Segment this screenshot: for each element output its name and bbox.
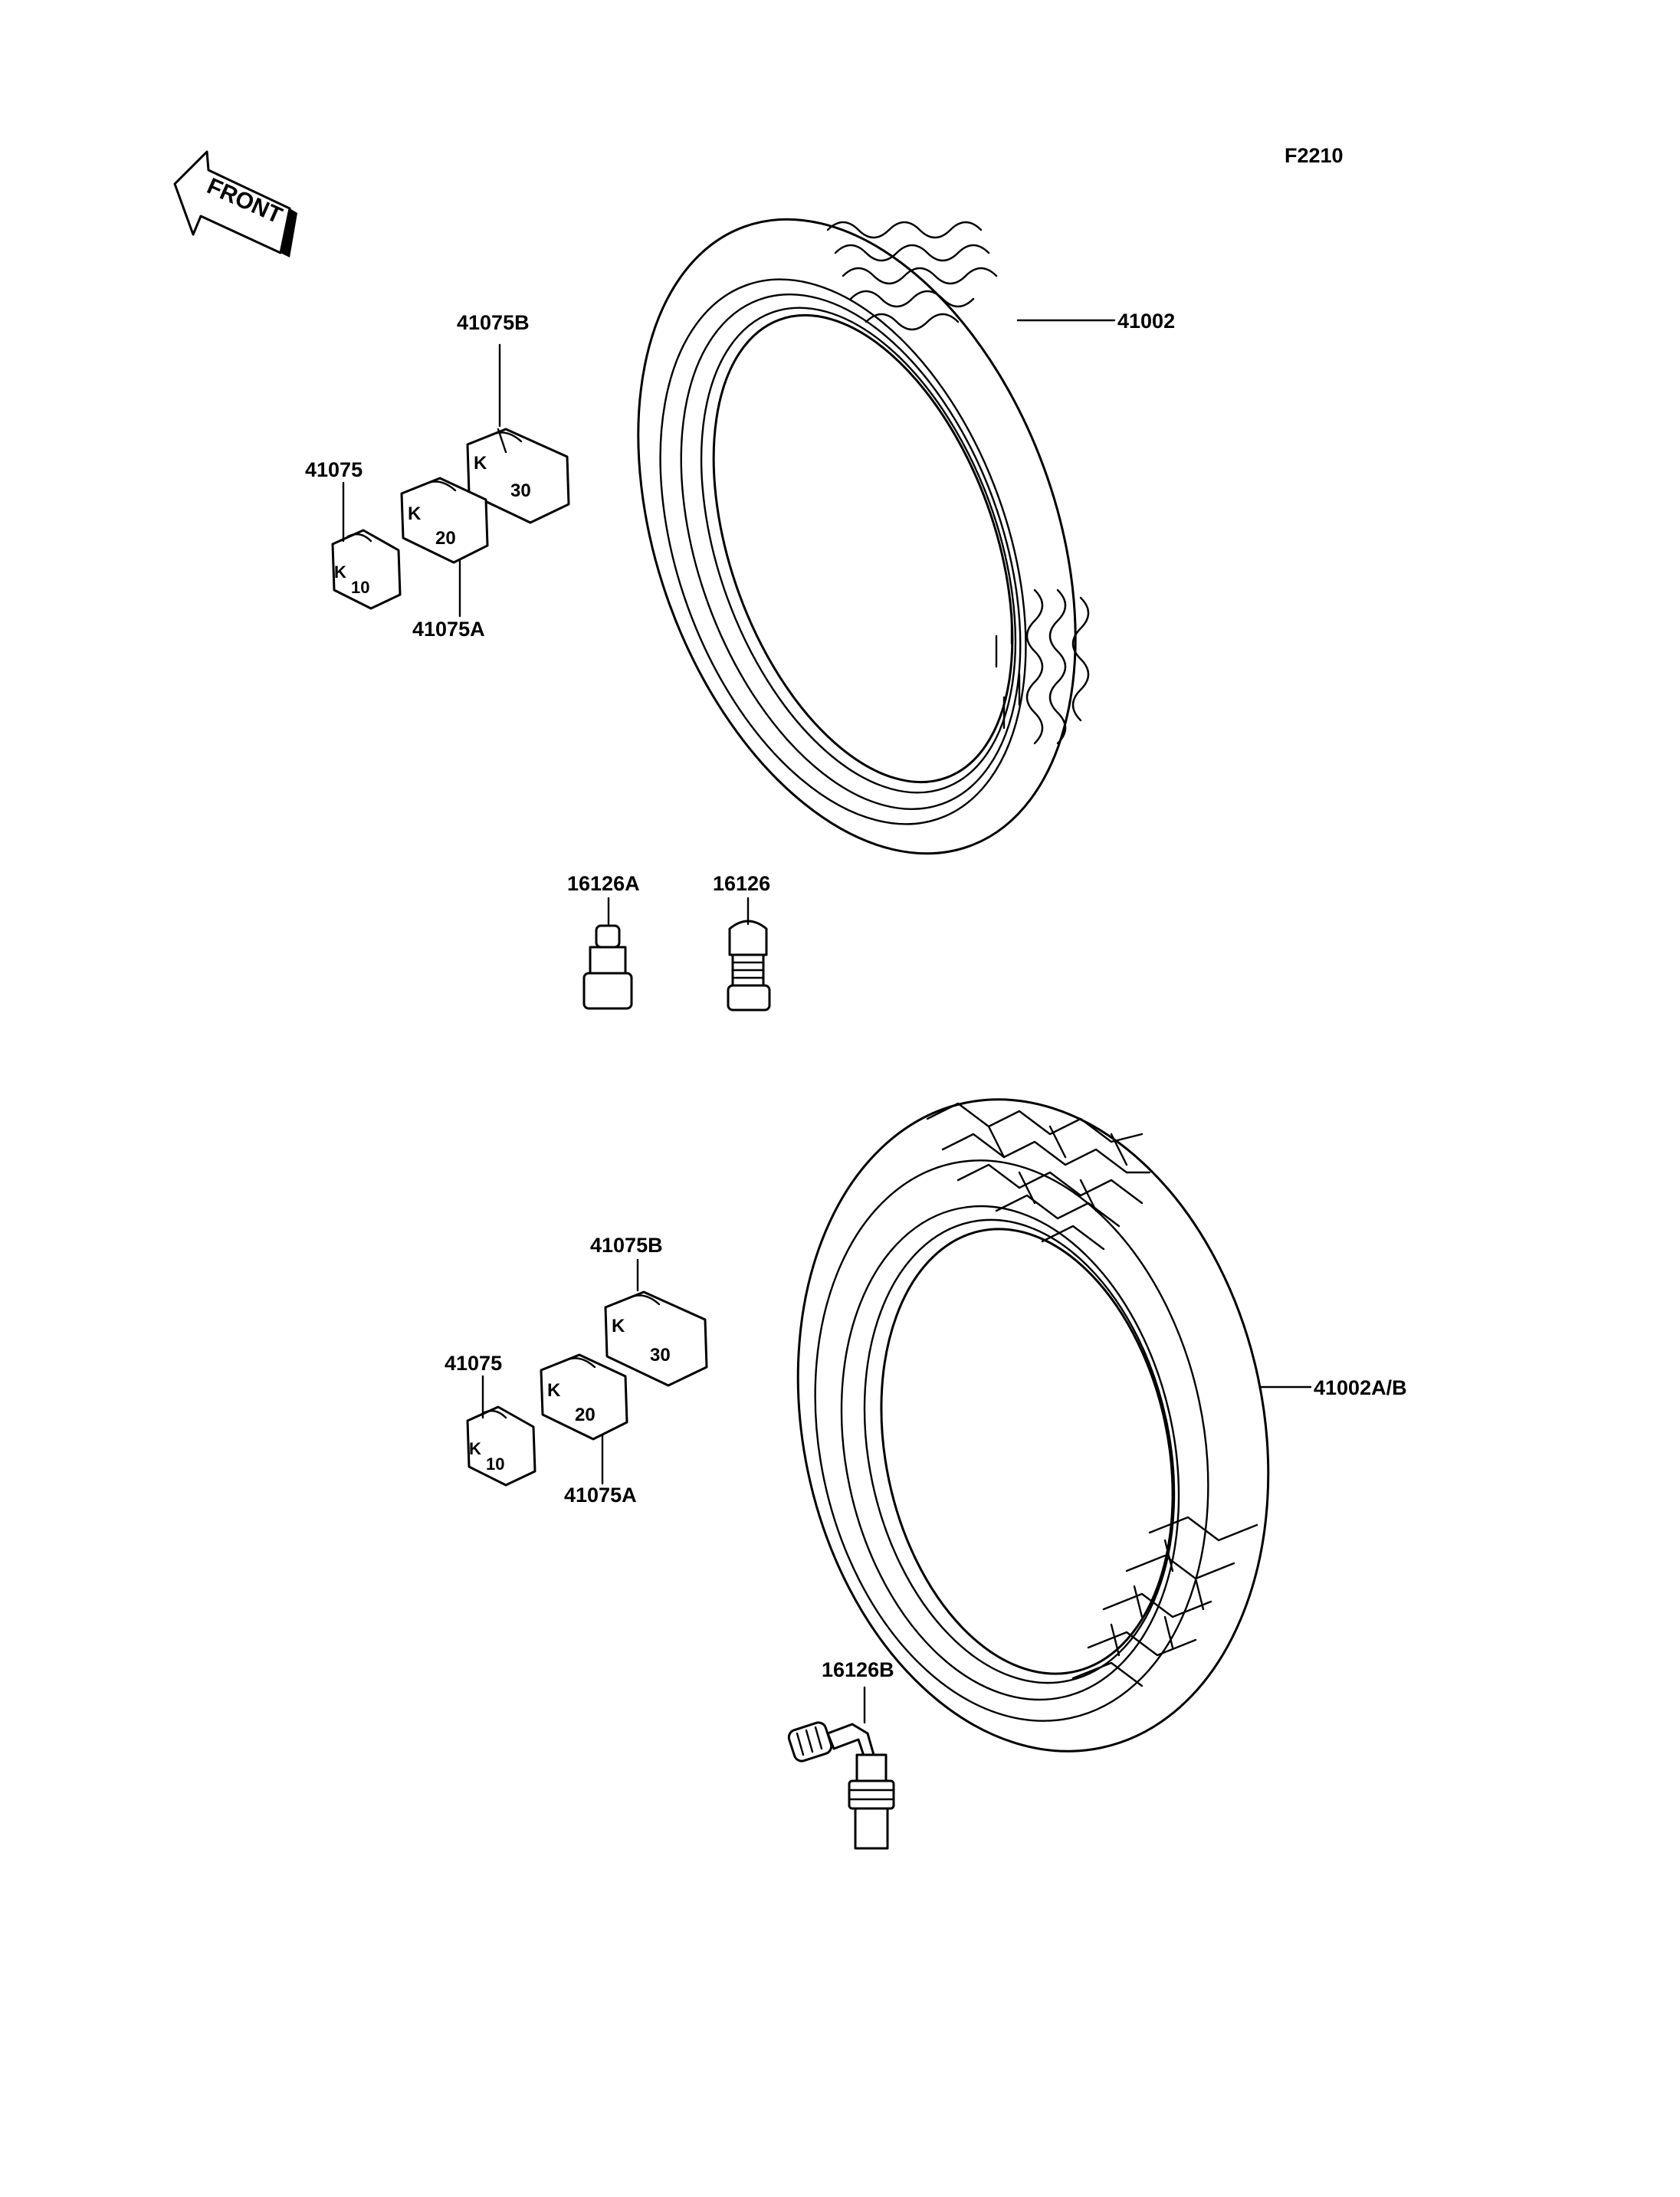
balance-weight-10-lower: K 10 — [466, 1405, 536, 1487]
svg-text:K: K — [612, 1316, 625, 1336]
label-16126A: 16126A — [567, 872, 640, 895]
svg-text:10: 10 — [351, 578, 369, 597]
svg-text:K: K — [408, 503, 422, 524]
rear-tire — [796, 1098, 1270, 1753]
label-41075-upper: 41075 — [305, 458, 363, 481]
lower-tire-group: 41002A/B K 30 K 20 K 10 41075B 41075 410… — [445, 1098, 1407, 1850]
upper-tire-group: 41002 K 30 K 20 K 10 41075B 41075 41075A — [305, 218, 1175, 1012]
label-41075-lower: 41075 — [445, 1352, 502, 1375]
front-tire — [637, 218, 1090, 855]
svg-text:K: K — [469, 1439, 481, 1458]
svg-text:K: K — [474, 453, 487, 474]
label-41002: 41002 — [1117, 310, 1175, 333]
valve-16126A — [582, 924, 633, 1010]
valve-16126 — [727, 920, 771, 1012]
label-41075B-upper: 41075B — [457, 311, 530, 334]
svg-text:K: K — [334, 562, 346, 582]
svg-text:30: 30 — [650, 1345, 671, 1366]
figure-code: F2210 — [1285, 144, 1344, 167]
balance-weight-20-lower: K 20 — [540, 1353, 628, 1441]
svg-text:K: K — [547, 1380, 561, 1401]
svg-text:20: 20 — [575, 1405, 596, 1425]
valve-16126B — [787, 1721, 895, 1850]
front-arrow-icon: FRONT — [173, 150, 297, 257]
balance-weight-30-upper: K 30 — [466, 428, 570, 524]
balance-weight-30-lower: K 30 — [604, 1290, 708, 1387]
label-16126B: 16126B — [822, 1658, 894, 1681]
svg-text:30: 30 — [510, 480, 531, 501]
svg-text:10: 10 — [486, 1454, 504, 1474]
balance-weight-10-upper: K 10 — [331, 529, 402, 610]
label-41075B-lower: 41075B — [590, 1234, 663, 1257]
label-41075A-lower: 41075A — [564, 1484, 637, 1507]
label-16126: 16126 — [713, 872, 770, 895]
label-41075A-upper: 41075A — [412, 618, 485, 641]
label-41002A-B: 41002A/B — [1314, 1376, 1407, 1399]
balance-weight-20-upper: K 20 — [400, 477, 489, 564]
svg-text:20: 20 — [435, 528, 456, 549]
